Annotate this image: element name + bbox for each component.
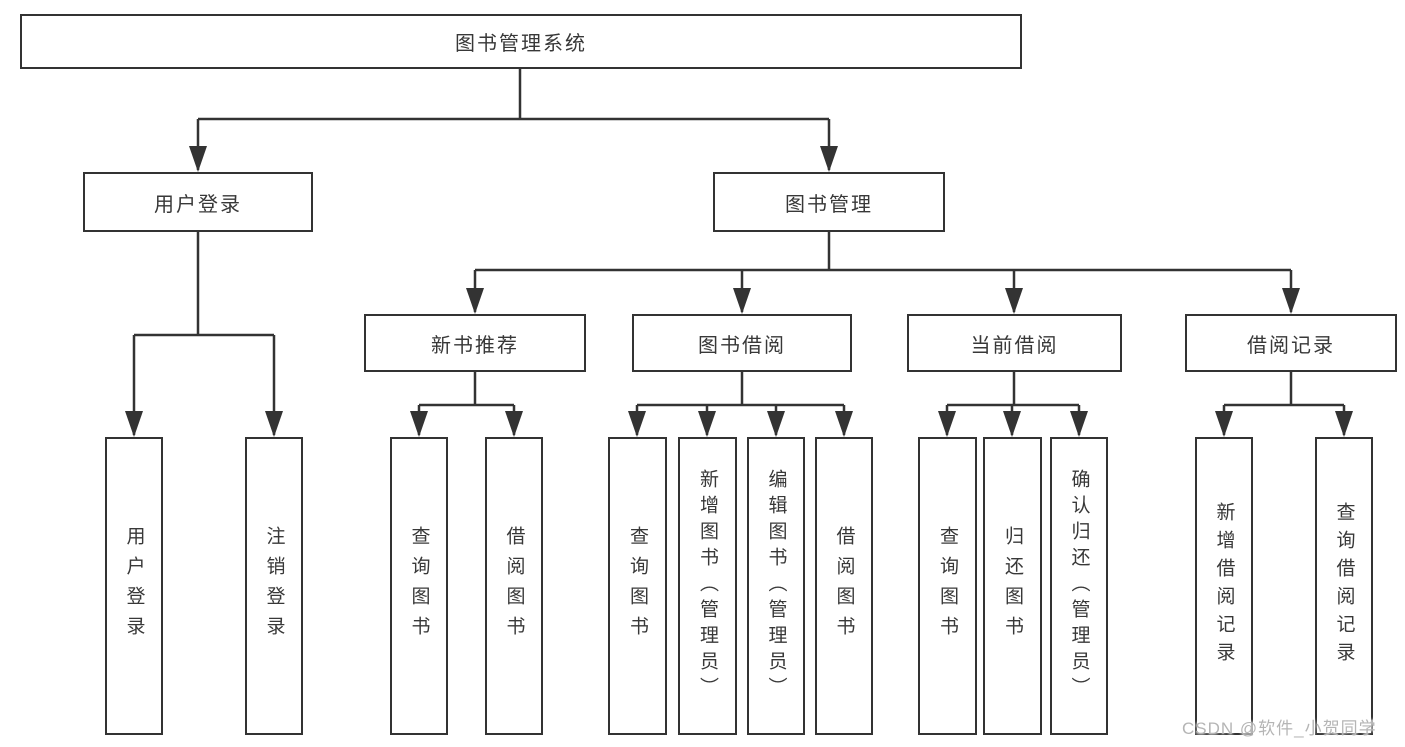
leaf-add-books-admin: 新增图书（管理员） [678, 437, 737, 735]
leaf-borrow-books-borrow: 借阅图书 [815, 437, 873, 735]
node-root-label: 图书管理系统 [455, 33, 587, 55]
leaf-add-borrow-record-label: 新增借阅记录 [1213, 502, 1235, 670]
leaf-edit-books-admin-label: 编辑图书（管理员） [765, 469, 787, 703]
watermark: CSDN @软件_小贺同学 [1182, 719, 1377, 738]
node-user-login: 用户登录 [83, 172, 313, 232]
node-current-borrow-label: 当前借阅 [970, 334, 1059, 357]
leaf-logout-label: 注销登录 [263, 526, 285, 646]
arrowhead-icons [125, 146, 1353, 437]
leaf-return-books-label: 归还图书 [1002, 526, 1023, 646]
leaf-user-login-label: 用户登录 [123, 526, 145, 646]
node-current-borrow: 当前借阅 [907, 314, 1122, 372]
leaf-edit-books-admin: 编辑图书（管理员） [747, 437, 805, 735]
node-user-login-label: 用户登录 [154, 193, 242, 216]
leaf-query-books-newrec: 查询图书 [390, 437, 448, 735]
leaf-query-books-borrow: 查询图书 [608, 437, 667, 735]
leaf-confirm-return-admin-label: 确认归还（管理员） [1068, 469, 1090, 703]
leaf-query-books-borrow-label: 查询图书 [627, 526, 648, 646]
leaf-query-books-newrec-label: 查询图书 [408, 526, 430, 646]
node-new-book-rec-label: 新书推荐 [431, 334, 519, 357]
leaf-borrow-books-borrow-label: 借阅图书 [833, 526, 855, 646]
node-root: 图书管理系统 [20, 14, 1022, 69]
leaf-borrow-books-newrec-label: 借阅图书 [503, 526, 525, 646]
node-book-mgmt: 图书管理 [713, 172, 945, 232]
node-book-borrow-label: 图书借阅 [698, 334, 786, 357]
leaf-query-books-current: 查询图书 [918, 437, 977, 735]
node-book-mgmt-label: 图书管理 [785, 193, 873, 216]
node-book-borrow: 图书借阅 [632, 314, 852, 372]
leaf-return-books: 归还图书 [983, 437, 1042, 735]
leaf-query-borrow-record: 查询借阅记录 [1315, 437, 1373, 735]
leaf-borrow-books-newrec: 借阅图书 [485, 437, 543, 735]
leaf-add-books-admin-label: 新增图书（管理员） [697, 469, 718, 703]
node-borrow-record-label: 借阅记录 [1247, 334, 1335, 357]
leaf-logout: 注销登录 [245, 437, 303, 735]
leaf-confirm-return-admin: 确认归还（管理员） [1050, 437, 1108, 735]
node-new-book-rec: 新书推荐 [364, 314, 586, 372]
leaf-add-borrow-record: 新增借阅记录 [1195, 437, 1253, 735]
node-borrow-record: 借阅记录 [1185, 314, 1397, 372]
leaf-query-borrow-record-label: 查询借阅记录 [1333, 502, 1355, 670]
leaf-query-books-current-label: 查询图书 [937, 526, 958, 646]
leaf-user-login: 用户登录 [105, 437, 163, 735]
